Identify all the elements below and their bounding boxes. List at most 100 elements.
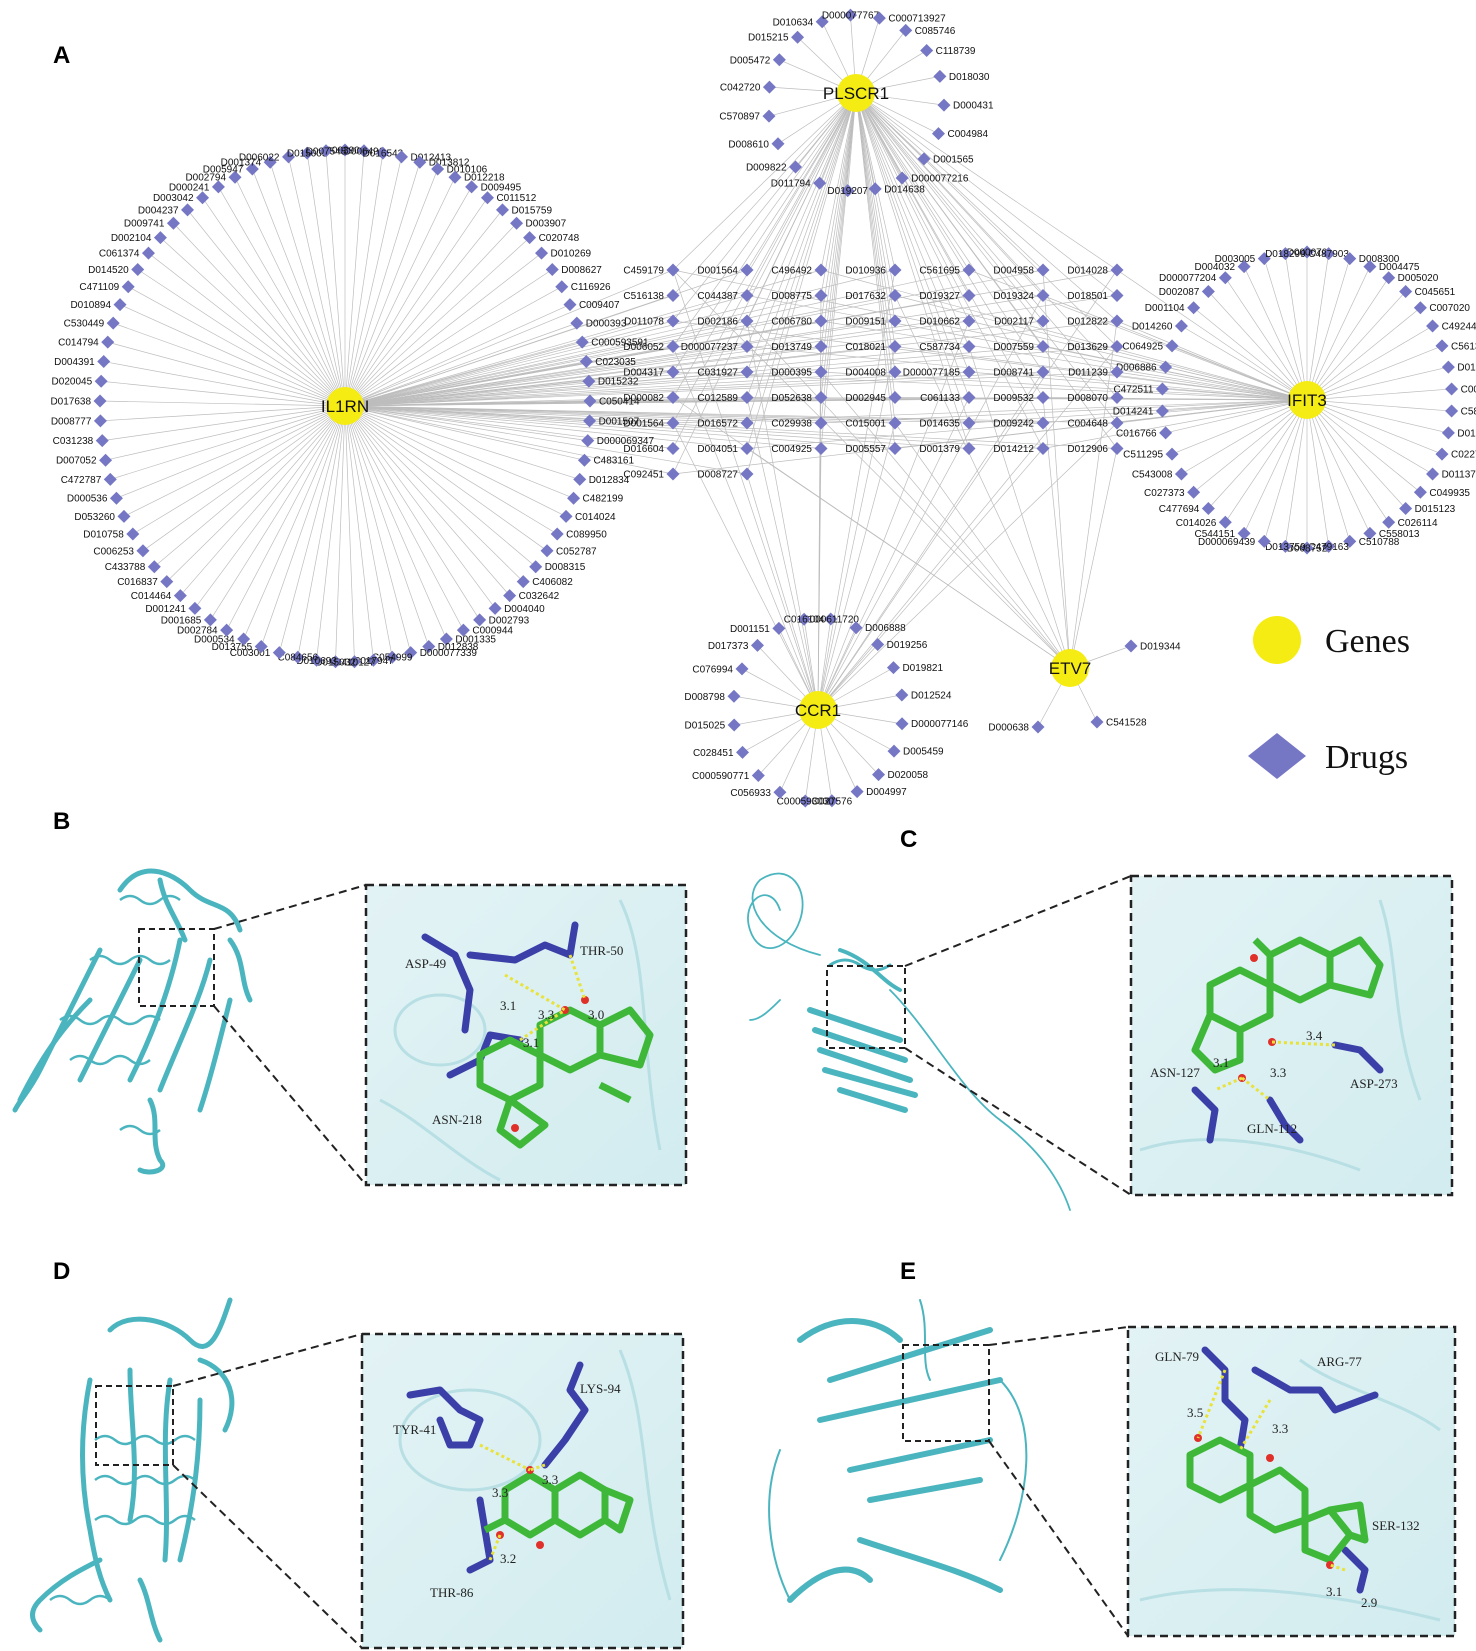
drug-node — [791, 30, 805, 44]
drug-node — [147, 560, 161, 574]
drug-label: D002087 — [1159, 287, 1200, 298]
network-edge — [344, 269, 970, 407]
network-edge — [820, 371, 1308, 401]
network-edge — [344, 295, 896, 407]
network-edge — [855, 92, 970, 424]
drug-node — [94, 374, 108, 388]
drug-node — [203, 613, 217, 627]
network-edge — [1225, 399, 1308, 523]
network-edge — [344, 405, 748, 475]
network-edge — [344, 322, 577, 407]
drug-node — [101, 335, 115, 349]
drug-node — [735, 662, 749, 676]
protein-coils-b — [59, 894, 181, 1136]
panel-label-b: B — [53, 808, 71, 835]
drug-node — [920, 44, 934, 58]
distance-label-b-3: 3.1 — [500, 998, 516, 1013]
zoom-connector — [172, 1464, 363, 1649]
network-edge — [119, 304, 346, 407]
network-edge — [344, 405, 896, 449]
drug-label: D006022 — [239, 152, 280, 163]
network-edge — [344, 405, 748, 424]
drug-label: D002104 — [111, 233, 152, 244]
network-edge — [344, 405, 558, 535]
drug-label: D004475 — [1379, 262, 1420, 273]
zoom-inset-e — [1126, 1325, 1457, 1638]
residues-c — [1191, 1041, 1384, 1144]
drug-label: C584509 — [1461, 407, 1476, 418]
network-edge — [817, 320, 970, 711]
network-edge — [894, 295, 1071, 669]
drug-node — [843, 8, 857, 22]
panel-label-e: E — [900, 1258, 917, 1285]
drug-node — [814, 340, 828, 353]
drug-node — [1237, 260, 1251, 274]
drug-label: D000077185 — [903, 368, 961, 379]
drug-node — [888, 365, 902, 379]
network-edge — [344, 186, 472, 407]
drug-node — [131, 262, 145, 276]
network-edge — [297, 405, 346, 658]
drug-label: C000593591 — [591, 338, 649, 349]
gene-label: IFIT3 — [1287, 391, 1327, 410]
legend-gene-marker — [1253, 616, 1301, 664]
drug-node — [886, 661, 900, 675]
drug-node — [666, 340, 680, 353]
drug-node — [740, 467, 754, 481]
network-edge — [855, 92, 896, 373]
network-edge — [672, 92, 857, 322]
drug-label: C482199 — [583, 494, 624, 505]
drug-label: D013759 — [1265, 542, 1306, 553]
drug-label: C561310 — [1451, 341, 1476, 352]
network-edge — [344, 405, 574, 499]
drug-label: C014024 — [575, 512, 616, 523]
drug-node — [772, 53, 786, 67]
protein-overview-e — [768, 1299, 1028, 1603]
drug-node — [814, 365, 828, 379]
drug-label: D010894 — [70, 300, 111, 311]
drug-label: C541528 — [1106, 718, 1147, 729]
network-edge — [817, 448, 822, 711]
drug-node — [740, 340, 754, 353]
network-edge — [306, 153, 346, 407]
network-edge — [855, 92, 1118, 296]
drug-node — [1278, 247, 1292, 261]
drug-label: D007052 — [56, 456, 97, 467]
drug-label: D010693 — [296, 656, 337, 667]
drug-node — [1036, 391, 1050, 404]
zoom-connector — [172, 1333, 363, 1387]
distance-label-c-3: 3.3 — [1270, 1065, 1286, 1080]
network-edge — [344, 405, 567, 517]
network-edge — [344, 371, 896, 407]
drug-node — [1435, 447, 1449, 461]
network-edge — [128, 286, 346, 407]
network-edge — [1263, 399, 1308, 542]
drug-label: D009242 — [993, 419, 1034, 430]
network-edge — [218, 186, 346, 407]
network-edge — [344, 320, 970, 407]
network-edge — [1306, 291, 1406, 401]
network-edge — [210, 405, 346, 621]
drug-label: D005472 — [730, 55, 771, 66]
drug-label: C027373 — [1144, 488, 1185, 499]
drug-node — [577, 453, 591, 467]
drug-node — [245, 162, 259, 176]
drug-node — [762, 80, 776, 94]
network-edge — [344, 286, 562, 407]
drug-label: D011374 — [1442, 470, 1476, 481]
network-edge — [344, 371, 748, 407]
inset-ribbon-c — [1139, 899, 1422, 1172]
drug-label: C045651 — [1415, 287, 1456, 298]
drug-node — [962, 263, 976, 277]
network-edge — [173, 222, 346, 407]
residues-e — [1201, 1346, 1379, 1594]
drug-node — [814, 263, 828, 277]
drug-label: C022776 — [1451, 450, 1476, 461]
hbonds-c — [1214, 1040, 1336, 1102]
drug-label: D014260 — [1132, 322, 1173, 333]
network-edge — [1042, 346, 1308, 401]
network-edge — [894, 346, 1308, 401]
network-edge — [1181, 399, 1308, 475]
drug-node — [962, 289, 976, 302]
gene-label: PLSCR1 — [823, 84, 889, 103]
